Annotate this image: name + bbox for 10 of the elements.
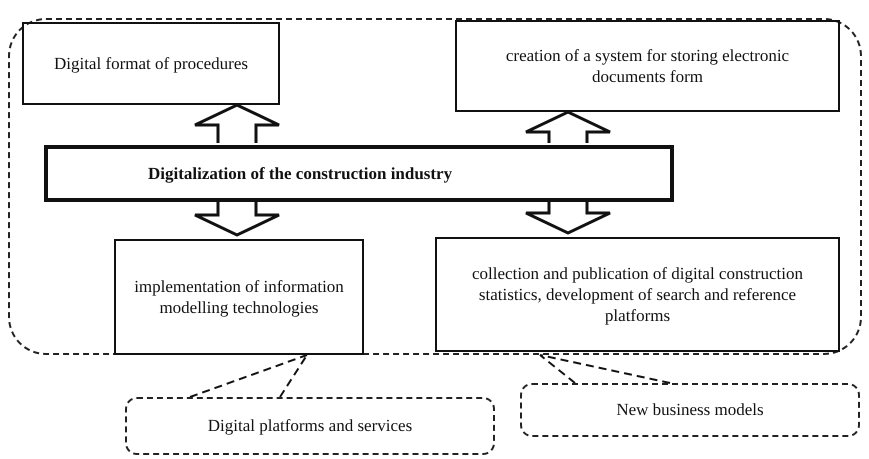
process-box: creation of a system for storing electronic documents form [455,20,840,112]
callout-box: New business models [520,383,860,437]
callout-pointer [189,354,308,398]
process-box: collection and publication of digital construction statistics, development of search and reference platforms [435,237,840,352]
process-box: implementation of information modelling technologies [114,239,364,355]
callout-box: Digital platforms and services [125,397,495,455]
dashed-region [8,18,862,355]
callout-pointer [539,354,671,384]
process-box: Digitalization of the construction industry [44,145,674,202]
process-box: Digital format of procedures [22,22,280,105]
